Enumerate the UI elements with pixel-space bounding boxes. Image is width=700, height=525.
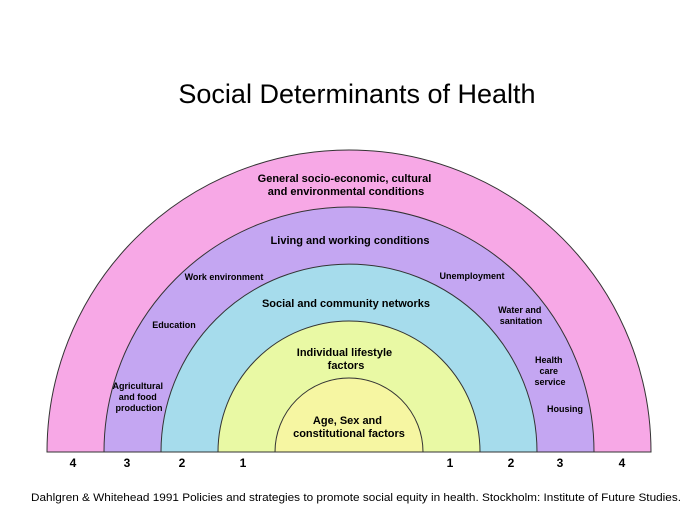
ring-core-age-sex	[274, 377, 424, 453]
level-right-1: 1	[447, 456, 454, 470]
level-left-1: 1	[240, 456, 247, 470]
citation: Dahlgren & Whitehead 1991 Policies and s…	[31, 492, 681, 504]
level-right-3: 3	[557, 456, 564, 470]
factor-housing: Housing	[547, 404, 583, 414]
factor-unemployment: Unemployment	[439, 271, 504, 281]
level-left-4: 4	[70, 456, 77, 470]
factor-water-sanitation: Water and sanitation	[498, 305, 544, 326]
factor-work-environment: Work environment	[185, 272, 264, 282]
label-social-community-networks: Social and community networks	[262, 298, 430, 310]
level-left-3: 3	[124, 456, 131, 470]
label-core-age-sex: Age, Sex and constitutional factors	[293, 415, 405, 440]
label-general-conditions: General socio-economic, cultural and env…	[258, 173, 435, 198]
factor-agriculture-food: Agricultural and food production	[112, 381, 165, 413]
factor-health-care-service: Health care service	[534, 355, 565, 387]
level-right-2: 2	[508, 456, 515, 470]
label-individual-lifestyle: Individual lifestyle factors	[297, 347, 395, 372]
level-left-2: 2	[179, 456, 186, 470]
level-right-4: 4	[619, 456, 626, 470]
factor-education: Education	[152, 320, 196, 330]
label-living-working-conditions: Living and working conditions	[271, 235, 430, 247]
diagram-title: Social Determinants of Health	[178, 79, 535, 109]
